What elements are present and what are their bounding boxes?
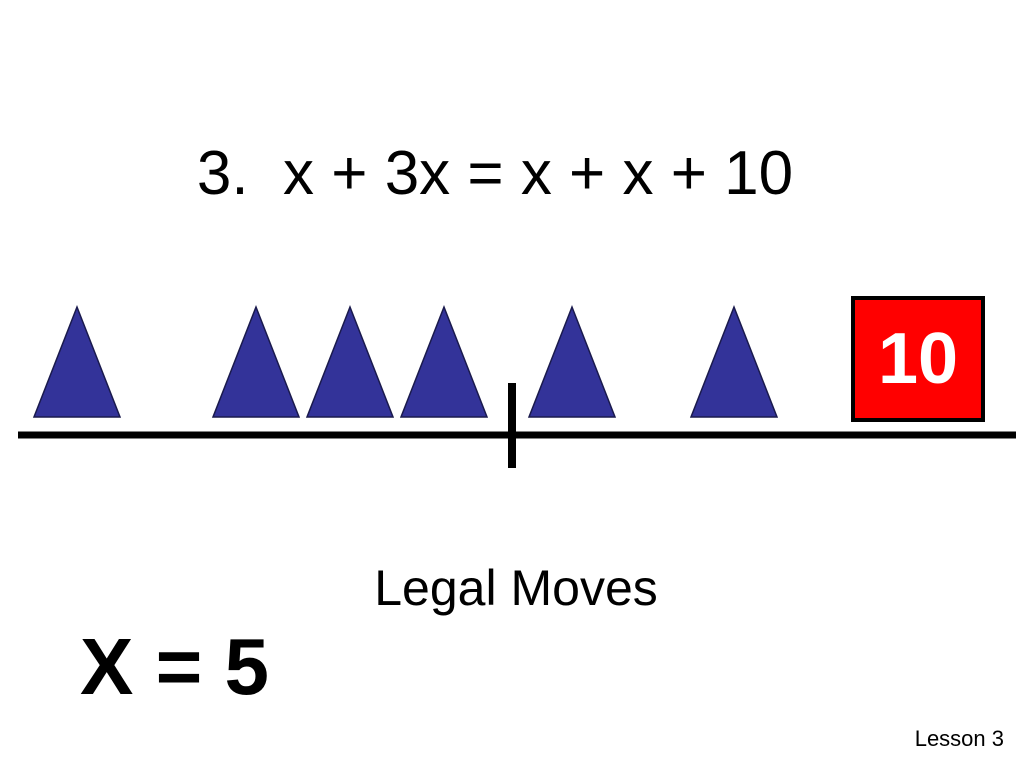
constant-label: 10 (877, 319, 959, 399)
x-tile-triangle-icon (32, 304, 122, 418)
x-tile-triangle-icon (527, 304, 617, 418)
x-tile-triangle-icon (689, 304, 779, 418)
x-tile-triangle-icon (305, 304, 395, 418)
solution-text: X = 5 (80, 622, 270, 711)
equation-title: 3. x + 3x = x + x + 10 (196, 139, 794, 208)
constant-square-icon: 10 (851, 296, 985, 422)
x-tile-triangle-icon (399, 304, 489, 418)
x-tile-triangle-icon (211, 304, 301, 418)
legal-moves-heading: Legal Moves (374, 560, 658, 616)
lesson-label: Lesson 3 (914, 726, 1004, 751)
